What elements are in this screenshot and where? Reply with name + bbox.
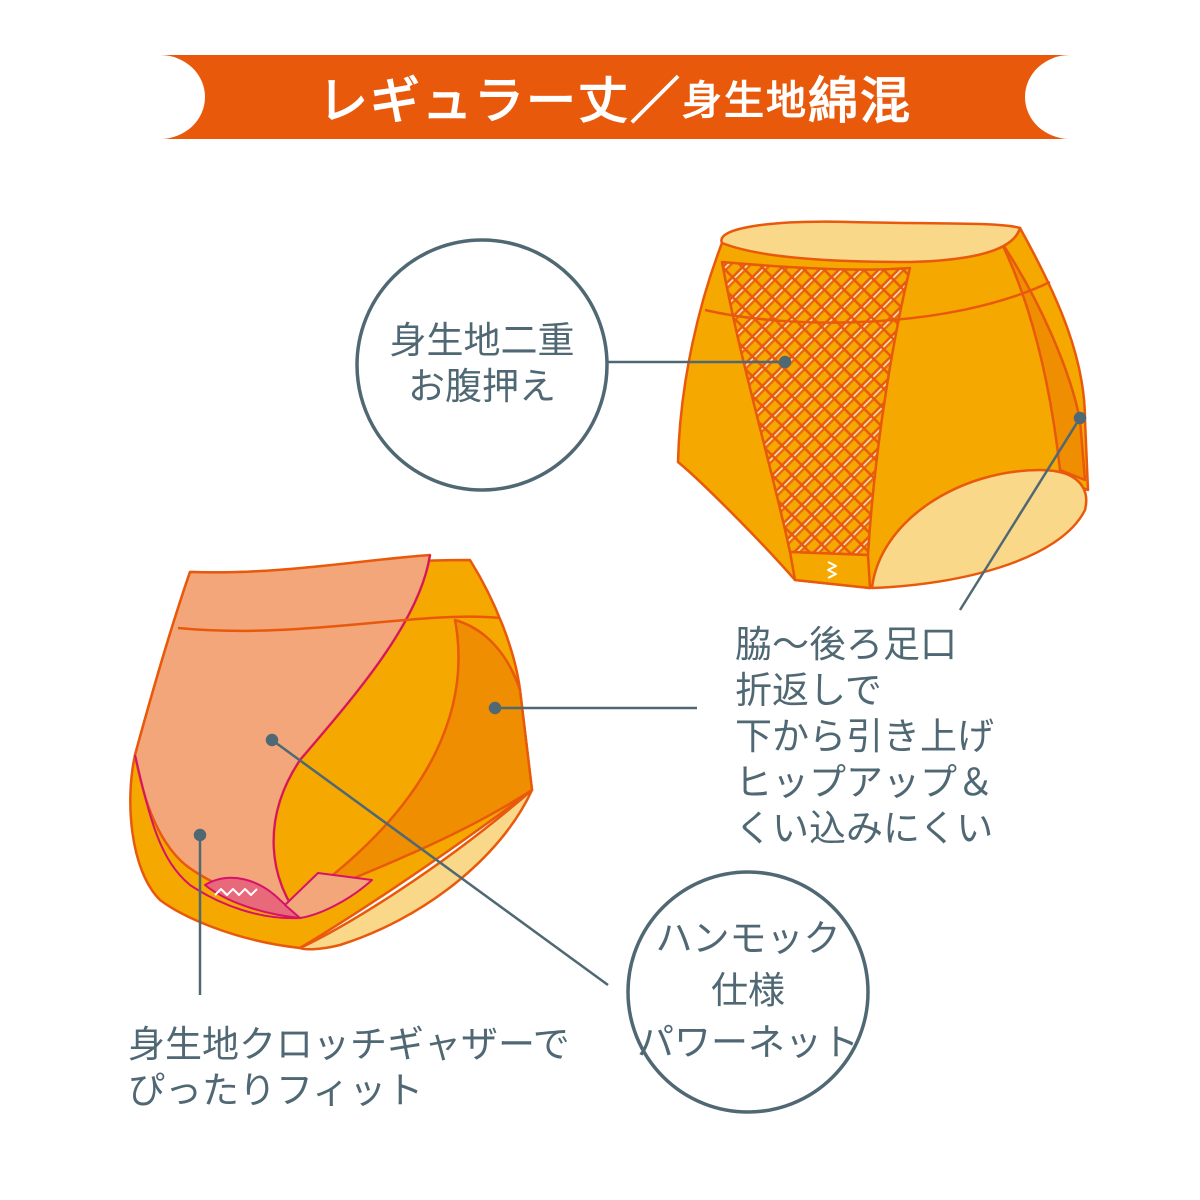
callout-line: 身生地クロッチギャザーで [128, 1023, 570, 1066]
callout-line: くい込みにくい [735, 807, 994, 850]
callout-line: 折返しで [735, 669, 882, 712]
callout-line: ぴったりフィット [128, 1069, 424, 1112]
callout-line: お腹押え [408, 365, 556, 408]
front-view-garment [676, 220, 1090, 590]
title-main: レギュラー丈／ [318, 72, 682, 130]
callout-circle-hammock [626, 870, 870, 1114]
callout-line: 脇〜後ろ足口 [735, 623, 957, 666]
title-banner [160, 55, 1070, 139]
banner-title: レギュラー丈／身生地綿混 [160, 55, 1070, 139]
callout-line: パワーネット [637, 1021, 859, 1064]
title-sub: 身生地 [682, 78, 808, 124]
leader-lines [193, 355, 1087, 995]
callout-front-panel: 身生地二重 お腹押え [357, 318, 607, 410]
callout-line: 身生地二重 [389, 319, 575, 362]
callout-leg-opening: 脇〜後ろ足口 折返しで 下から引き上げ ヒップアップ＆ くい込みにくい [735, 622, 994, 852]
callout-line: ヒップアップ＆ [735, 761, 994, 804]
callout-line: ハンモック [655, 917, 841, 960]
callout-line: 下から引き上げ [735, 715, 994, 758]
back-view-garment [129, 553, 534, 951]
callout-crotch: 身生地クロッチギャザーで ぴったりフィット [128, 1022, 570, 1114]
callout-circle-front-panel [355, 238, 609, 492]
callout-line: 仕様 [711, 969, 785, 1012]
title-end: 綿混 [808, 72, 912, 130]
callout-hammock: ハンモック 仕様 パワーネット [628, 913, 868, 1069]
